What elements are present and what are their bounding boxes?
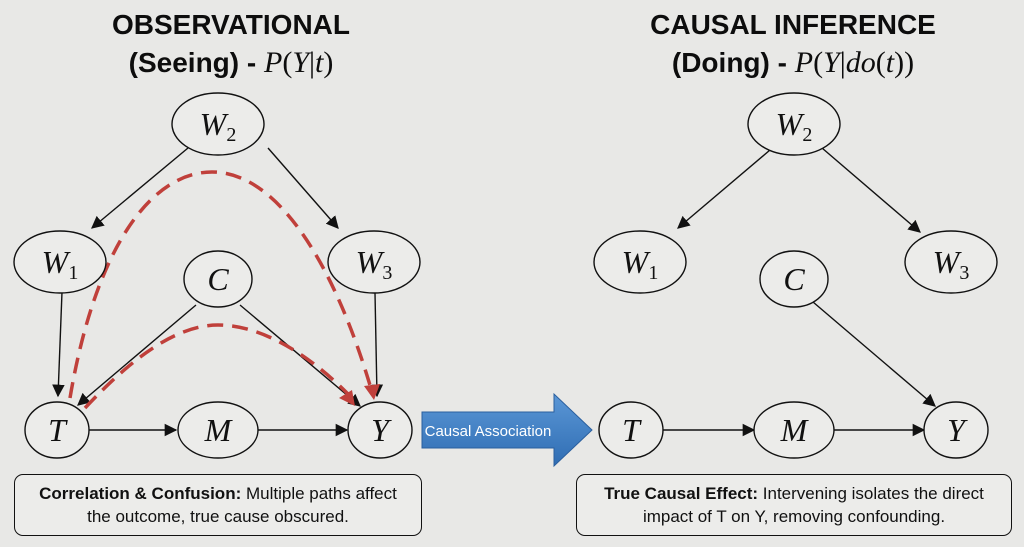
- left-caption-bold: Correlation & Confusion:: [39, 484, 242, 503]
- svg-text:W3: W3: [356, 244, 393, 284]
- right-node-w1: W1: [593, 230, 687, 294]
- backdoor-arrowhead-outer: [364, 384, 380, 400]
- edge-w2-w3: [267, 147, 339, 229]
- causal-association-label: Causal Association: [425, 423, 552, 440]
- causal-association-arrow: Causal Association: [421, 392, 593, 468]
- left-node-w3: W3: [327, 230, 421, 294]
- edge-c-t: [77, 304, 197, 406]
- edge-c-y-right: [812, 301, 936, 407]
- edge-w2-w1-right: [677, 149, 771, 229]
- left-node-m: M: [177, 401, 259, 459]
- svg-text:W2: W2: [776, 106, 813, 146]
- left-node-w1: W1: [13, 230, 107, 294]
- right-node-m: M: [753, 401, 835, 459]
- right-edges: [662, 147, 936, 437]
- svg-text:W2: W2: [200, 106, 237, 146]
- left-node-y: Y: [347, 401, 413, 459]
- right-caption-bold: True Causal Effect:: [604, 484, 759, 503]
- left-title-line1: OBSERVATIONAL: [112, 9, 350, 40]
- left-title-prefix: (Seeing) -: [129, 47, 264, 78]
- left-caption: Correlation & Confusion: Multiple paths …: [14, 474, 422, 536]
- right-node-y: Y: [923, 401, 989, 459]
- right-title-prefix: (Doing) -: [672, 47, 795, 78]
- right-node-w2: W2: [747, 92, 841, 156]
- edge-w1-t: [52, 291, 65, 398]
- edge-w2-w3-right: [821, 147, 921, 233]
- backdoor-path-outer: [68, 170, 374, 399]
- svg-text:W1: W1: [42, 244, 79, 284]
- svg-text:Y: Y: [371, 412, 392, 448]
- backdoor-path-inner: [83, 323, 352, 410]
- left-node-t: T: [24, 401, 90, 459]
- svg-text:M: M: [204, 412, 234, 448]
- right-caption-text: Intervening isolates the direct impact o…: [642, 484, 984, 526]
- svg-text:T: T: [48, 412, 68, 448]
- edge-w2-w1: [91, 147, 189, 229]
- svg-text:M: M: [780, 412, 810, 448]
- svg-text:W1: W1: [622, 244, 659, 284]
- svg-text:C: C: [783, 261, 805, 297]
- right-node-c: C: [759, 250, 829, 308]
- right-node-t: T: [598, 401, 664, 459]
- svg-text:T: T: [622, 412, 642, 448]
- right-caption: True Causal Effect: Intervening isolates…: [576, 474, 1012, 536]
- right-node-w3: W3: [904, 230, 998, 294]
- svg-text:C: C: [207, 261, 229, 297]
- left-node-w2: W2: [171, 92, 265, 156]
- left-node-c: C: [183, 250, 253, 308]
- edge-w3-y: [370, 292, 384, 398]
- right-title-line1: CAUSAL INFERENCE: [650, 9, 936, 40]
- left-caption-text: Multiple paths affect the outcome, true …: [87, 484, 397, 526]
- backdoor-paths: [68, 170, 380, 410]
- right-title-line2: (Doing) - P(Y|do(t)): [672, 46, 914, 79]
- svg-text:W3: W3: [933, 244, 970, 284]
- left-title-line2: (Seeing) - P(Y|t): [129, 46, 334, 79]
- left-edges: [52, 147, 384, 437]
- edge-c-y: [239, 304, 361, 407]
- backdoor-arrowhead-inner: [339, 390, 355, 406]
- svg-text:Y: Y: [947, 412, 968, 448]
